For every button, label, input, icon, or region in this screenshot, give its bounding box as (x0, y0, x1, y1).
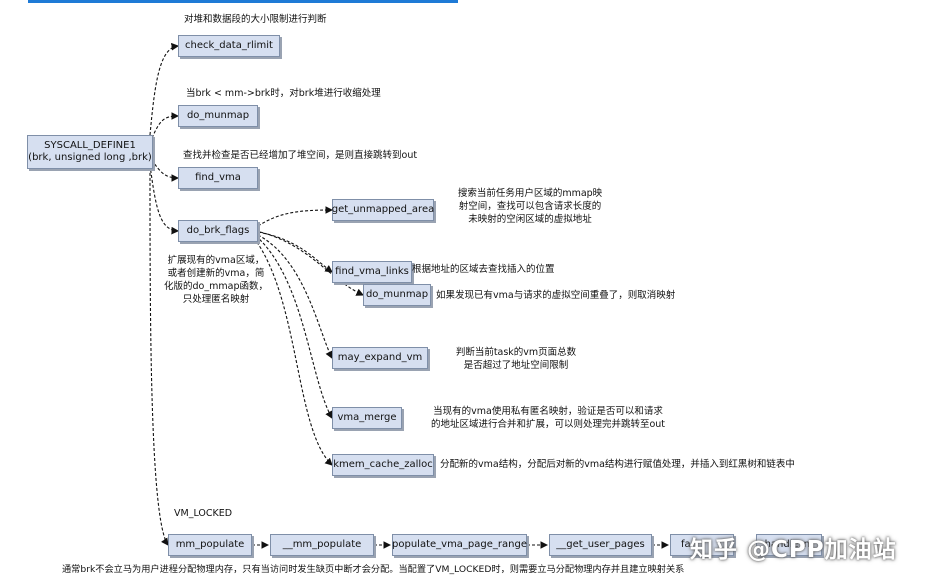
note-find-vma: 查找并检查是否已经增加了堆空间，是则直接跳转到out (183, 150, 418, 161)
note-do-munmap: 当brk < mm->brk时，对brk堆进行收缩处理 (186, 88, 381, 99)
faultin-page-node: fa (670, 534, 734, 556)
edge-brk-unmapped (257, 206, 334, 227)
do-munmap-node: do_munmap (178, 105, 258, 127)
vma-merge-node: vma_merge (332, 407, 402, 429)
syscall-define1-node: SYSCALL_DEFINE1 (brk, unsigned long ,brk… (27, 135, 153, 169)
note-bottom-caption: 通常brk不会立马为用户进程分配物理内存，只有当访问时发生缺页中断才会分配。当配… (62, 564, 685, 575)
edge-syscall-brkflags (149, 164, 180, 235)
do-munmap-inner-node: do_munmap (363, 284, 431, 306)
note-kmem-cache-zalloc: 分配新的vma结构，分配后对新的vma结构进行赋值处理，并插入到红黑树和链表中 (440, 459, 795, 470)
note-vma-merge: 当现有的vma使用私有匿名映射，验证是否可以和请求 的地址区域进行合并和扩展，可… (430, 406, 666, 431)
__get-user-pages-node: __get_user_pages (549, 534, 652, 556)
do-brk-flags-node: do_brk_flags (178, 220, 258, 242)
may-expand-vm-node: may_expand_vm (332, 347, 428, 369)
handle-mm-fault-node: handle_m (756, 534, 822, 556)
edge-brk-findlinks (257, 231, 333, 273)
note-find-vma-links: 根据地址的区域去查找插入的位置 (412, 264, 555, 275)
check-data-rlimit-node: check_data_rlimit (178, 35, 280, 57)
populate-vma-page-range-node: populate_vma_page_range (392, 534, 527, 556)
edge-brk-inner-munmap (259, 231, 365, 296)
find-vma-links-node: find_vma_links (332, 261, 412, 283)
find-vma-node: find_vma (178, 167, 258, 189)
note-may-expand-vm: 判断当前task的vm页面总数 是否超过了地址空间限制 (455, 347, 577, 372)
note-get-unmapped-area: 搜索当前任务用户区域的mmap映 射空间，查找可以包含请求长度的 未映射的空闲区… (457, 188, 603, 226)
edge-syscall-mmpopulate (149, 167, 169, 546)
label-vm-locked: VM_LOCKED (174, 508, 233, 519)
mm-populate-node: mm_populate (168, 534, 252, 556)
watermark: 知乎 @CPP加油站 (690, 537, 897, 563)
get-unmapped-area-node: get_unmapped_area (332, 199, 434, 221)
edge-syscall-check (149, 42, 180, 136)
__mm-populate-node: __mm_populate (270, 534, 374, 556)
kmem-cache-zalloc-node: kmem_cache_zalloc (332, 454, 434, 476)
note-do-brk-flags: 扩展现有的vma区域， 或者创建新的vma，简 化版的do_mmap函数， 只处… (164, 255, 268, 306)
edge-syscall-findvma (151, 159, 180, 182)
top-link-underline (28, 0, 458, 3)
edge-syscall-munmap (151, 112, 180, 139)
edge-brk-zalloc (253, 237, 333, 466)
note-do-munmap-inner: 如果发现已有vma与请求的虚拟空间重叠了，则取消映射 (436, 290, 676, 301)
edge-brk-merge (255, 235, 333, 419)
note-check-data-rlimit: 对堆和数据段的大小限制进行判断 (184, 14, 327, 25)
